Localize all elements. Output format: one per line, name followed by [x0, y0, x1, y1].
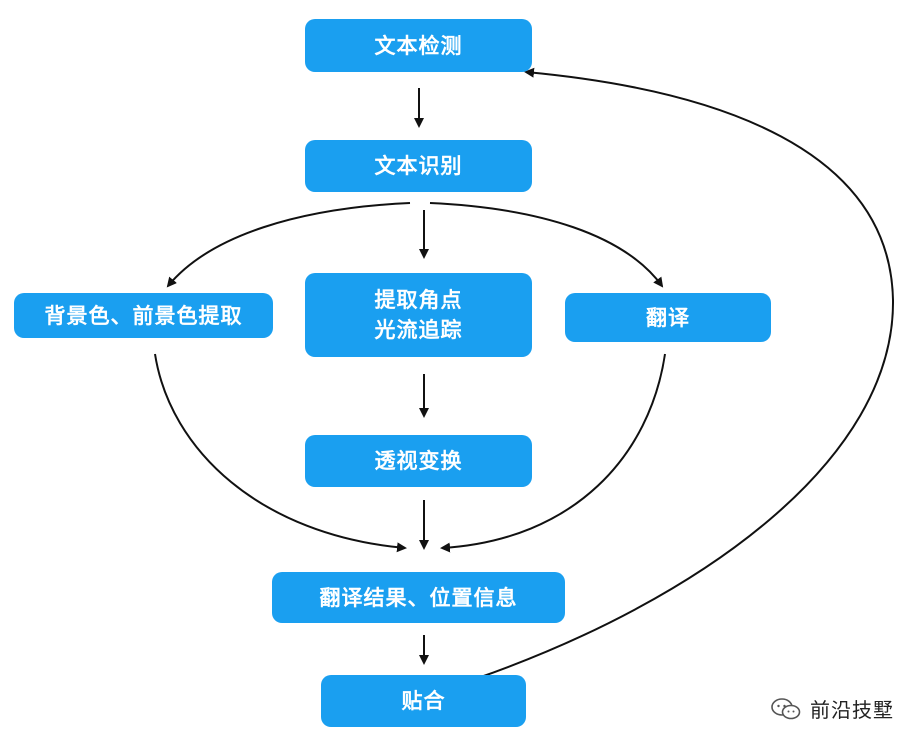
- node-paste: 贴合: [321, 675, 526, 727]
- node-corner-tracking-label-2: 光流追踪: [374, 318, 463, 342]
- node-perspective-transform: 透视变换: [305, 435, 532, 487]
- arrow-translation-to-result: [440, 353, 666, 553]
- watermark-text: 前沿技墅: [810, 698, 894, 722]
- arrow-color-to-result: [154, 353, 407, 553]
- arrow-paste-to-detection: [477, 67, 895, 679]
- arrow-recognition-to-color: [166, 202, 411, 288]
- node-text-detection: 文本检测: [305, 19, 532, 72]
- node-corner-tracking-label-1: 提取角点: [374, 288, 463, 312]
- node-text-detection-label: 文本检测: [374, 33, 463, 58]
- node-result-position: 翻译结果、位置信息: [272, 572, 565, 623]
- node-translation: 翻译: [565, 293, 771, 342]
- node-corner-tracking: 提取角点 光流追踪: [305, 273, 532, 357]
- node-translation-label: 翻译: [646, 305, 690, 330]
- watermark: 前沿技墅: [770, 694, 894, 723]
- node-result-position-label: 翻译结果、位置信息: [319, 585, 518, 610]
- node-color-extraction-label: 背景色、前景色提取: [44, 303, 243, 328]
- node-perspective-transform-label: 透视变换: [374, 449, 463, 473]
- node-text-recognition-label: 文本识别: [374, 154, 463, 178]
- node-paste-label: 贴合: [401, 689, 446, 713]
- node-text-recognition: 文本识别: [305, 140, 532, 192]
- wechat-icon: [771, 697, 801, 719]
- arrow-recognition-to-translation: [429, 202, 664, 288]
- node-color-extraction: 背景色、前景色提取: [14, 293, 273, 338]
